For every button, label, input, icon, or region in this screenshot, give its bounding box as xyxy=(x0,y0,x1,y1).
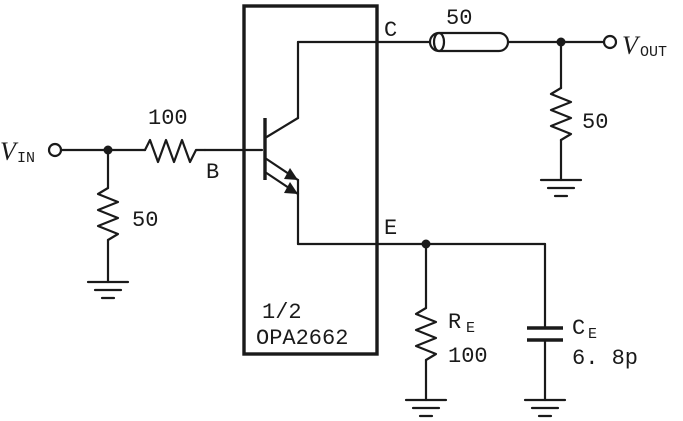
series-resistor-label: 100 xyxy=(148,106,188,131)
emitter-arrow-lower xyxy=(284,182,298,194)
chip-label-part: OPA2662 xyxy=(256,326,348,351)
coax-line-50 xyxy=(428,31,510,53)
transistor-collector-lead xyxy=(263,116,300,140)
output-shunt-label: 50 xyxy=(582,110,608,135)
node-b-label: B xyxy=(206,160,219,185)
re-value: 100 xyxy=(448,344,488,369)
output-shunt-resistor-50 xyxy=(549,86,573,142)
ground-symbol-output xyxy=(539,178,583,198)
coax-label: 50 xyxy=(446,6,472,31)
ce-label: C xyxy=(572,316,585,341)
ground-symbol-input xyxy=(86,280,130,300)
emitter-resistor-re xyxy=(414,306,438,362)
node-e-label: E xyxy=(384,216,397,241)
vin-terminal xyxy=(47,142,63,158)
re-label: R xyxy=(448,310,461,335)
input-shunt-resistor-50 xyxy=(96,186,120,242)
chip-label-half: 1/2 xyxy=(262,300,302,325)
vout-label: V xyxy=(622,31,641,60)
chip-outline xyxy=(242,4,379,356)
vout-label-sub: OUT xyxy=(640,44,667,61)
ce-value: 6. 8p xyxy=(572,346,638,371)
ground-symbol-re xyxy=(404,398,448,418)
vin-label-sub: IN xyxy=(17,150,35,167)
vin-label: V xyxy=(0,137,19,166)
vout-terminal xyxy=(602,34,618,50)
ce-label-sub: E xyxy=(588,326,597,343)
node-c-label: C xyxy=(384,18,397,43)
emitter-arrow-upper xyxy=(284,168,298,180)
input-shunt-label: 50 xyxy=(132,208,158,233)
series-resistor-100 xyxy=(143,138,207,164)
re-label-sub: E xyxy=(466,320,475,337)
ground-symbol-ce xyxy=(523,398,567,418)
